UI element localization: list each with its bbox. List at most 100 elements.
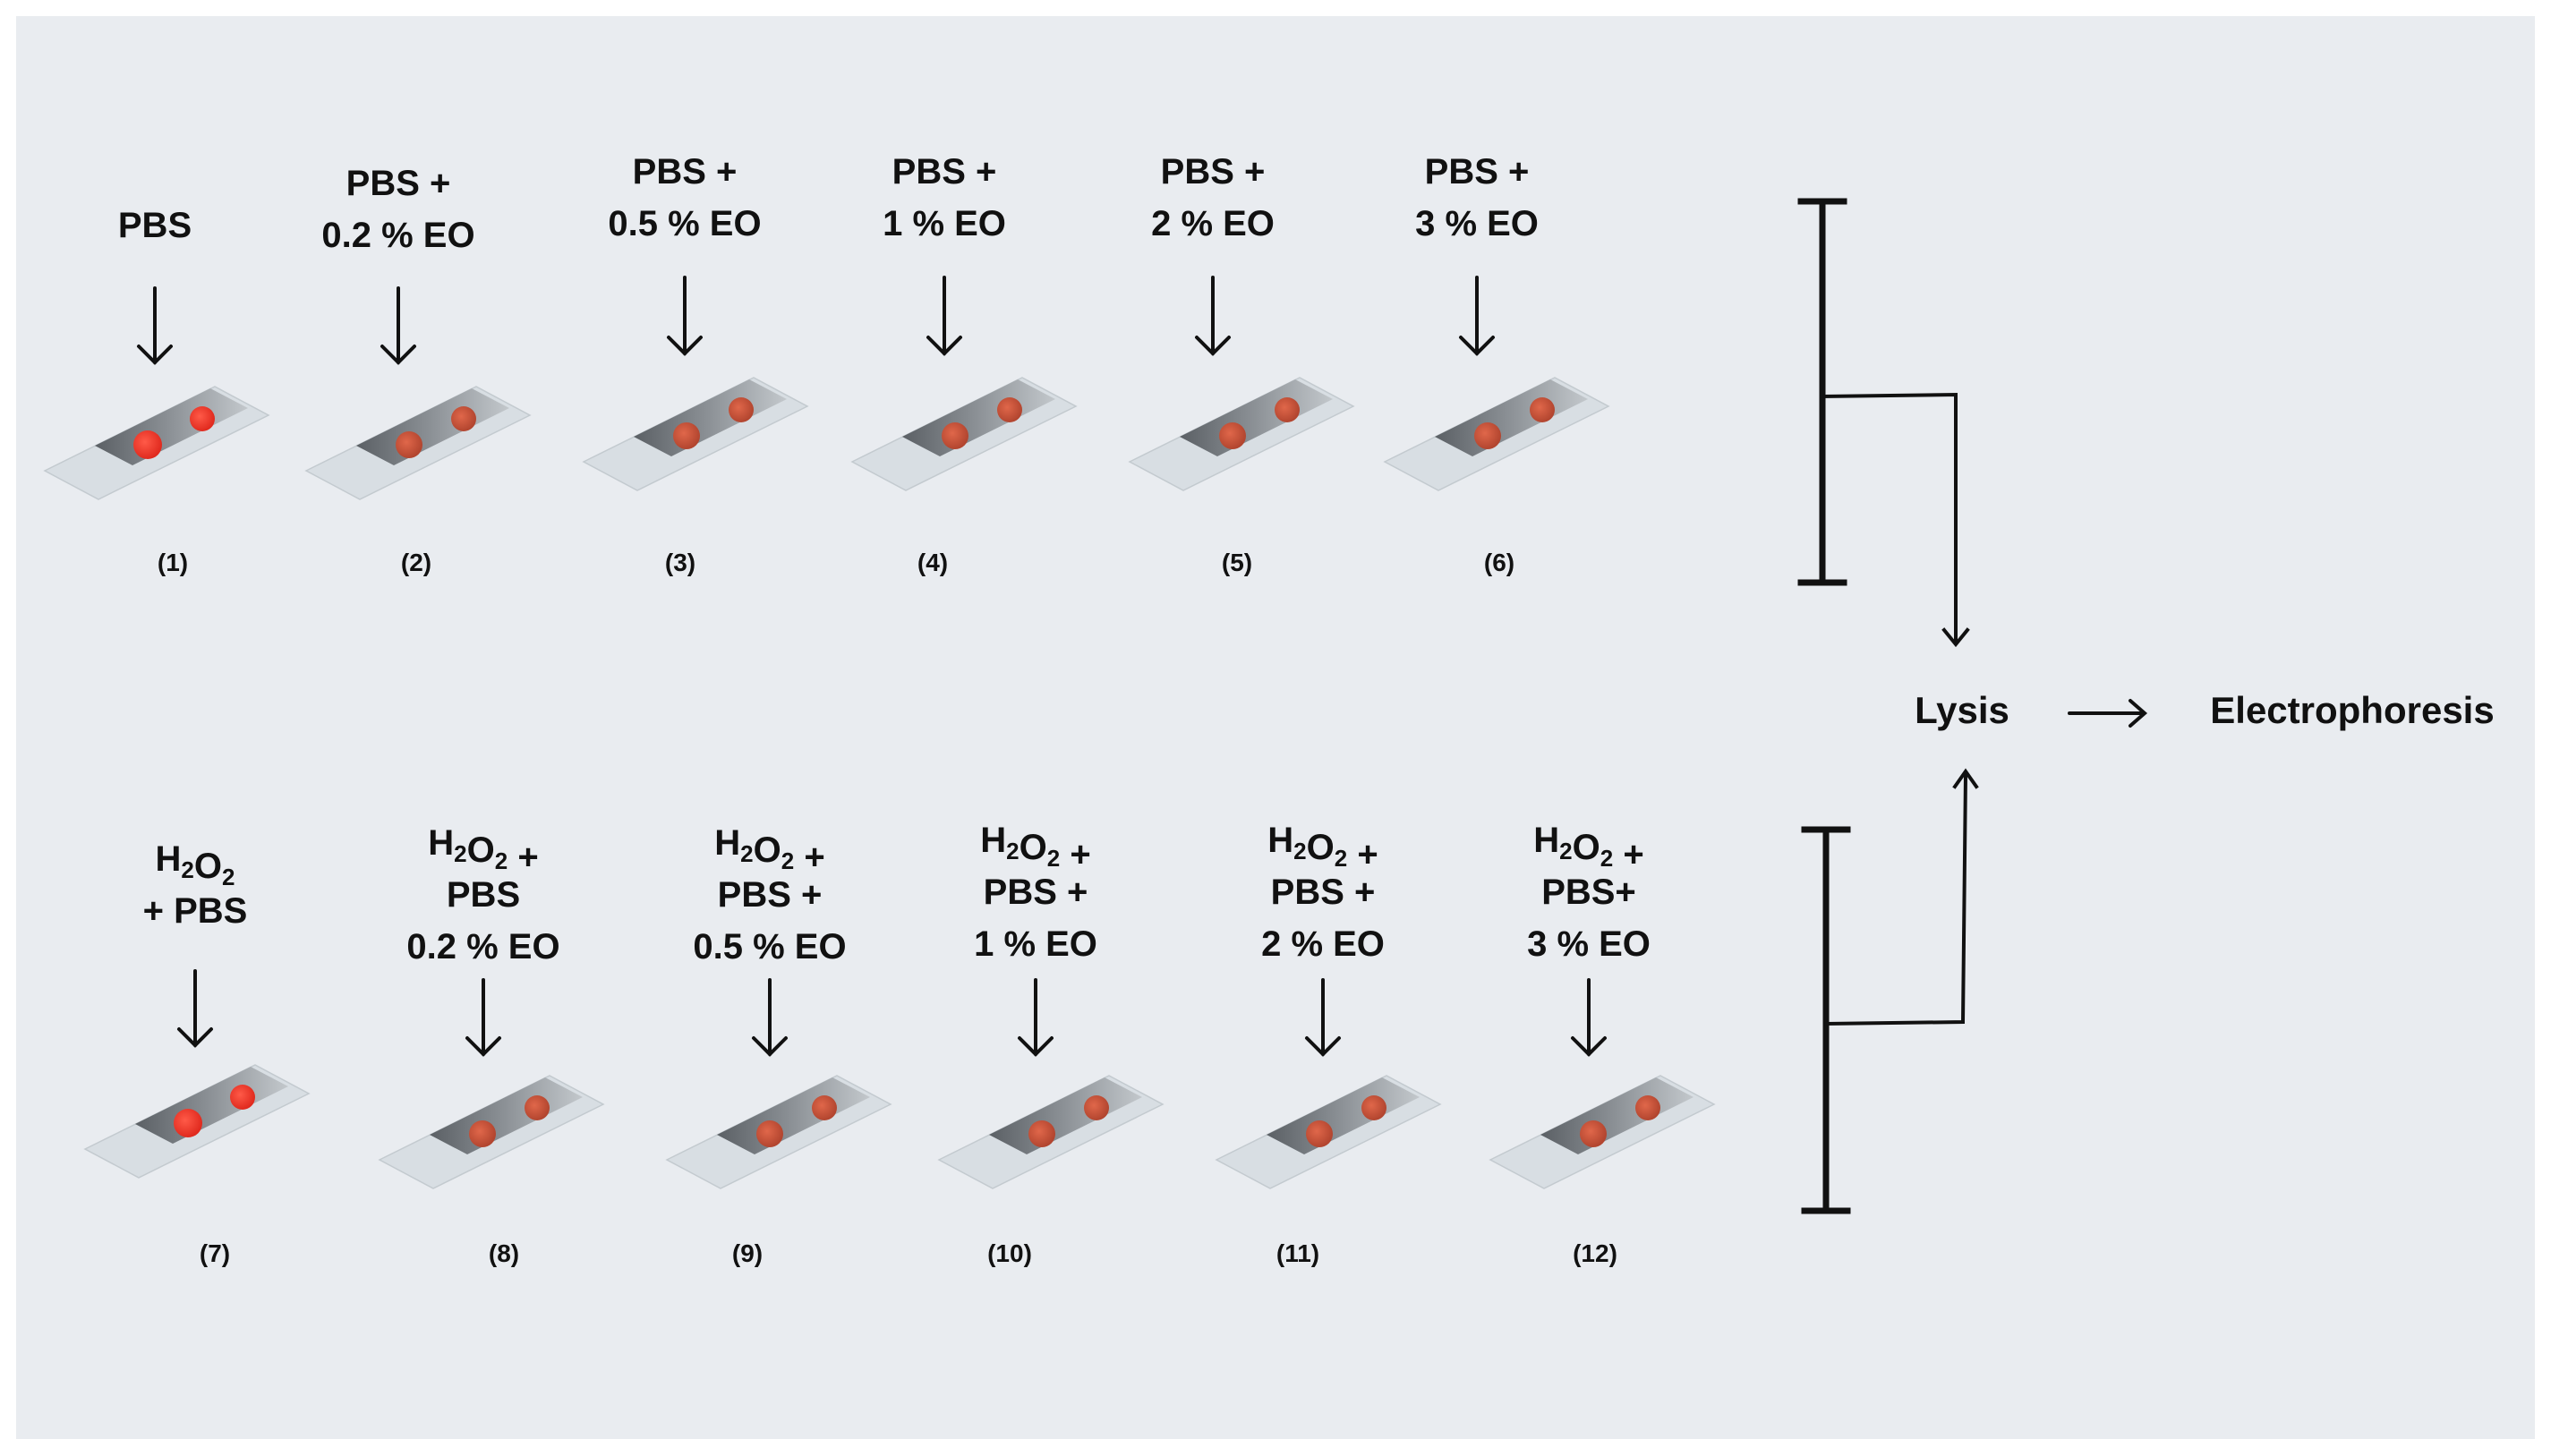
condition-label-line: H2O2 + (714, 823, 824, 877)
cell-dot (1084, 1095, 1109, 1120)
condition-label-line: PBS (447, 875, 520, 915)
cell-dot (190, 406, 215, 431)
cell-dot (469, 1120, 496, 1147)
electrophoresis-label: Electrophoresis (2210, 689, 2494, 731)
condition-label-line: H2O2 + (980, 821, 1090, 874)
microscope-slide-icon (43, 386, 270, 500)
sample-5: PBS +2 % EO(5) (1128, 152, 1355, 576)
cell-dot (1580, 1120, 1607, 1147)
diagram-background (16, 16, 2535, 1439)
condition-label-line: 0.2 % EO (321, 216, 474, 255)
samples-layer: PBS(1)PBS +0.2 % EO(2)PBS +0.5 % EO(3)PB… (43, 152, 1716, 1267)
bottom-group-bracket (1801, 768, 1979, 1214)
sample-6: PBS + 3 % EO (6) (1383, 152, 1610, 576)
condition-label-line: PBS + (984, 873, 1088, 912)
cell-dot (174, 1109, 202, 1137)
sample-11: H2O2 +PBS + 2 % EO (11) (1215, 821, 1442, 1267)
sample-number: (6) (1484, 549, 1514, 576)
cell-dot (1530, 397, 1555, 422)
down-arrow-icon (667, 276, 703, 356)
condition-label-line: PBS + (718, 875, 823, 915)
cell-dot (451, 406, 476, 431)
sample-number: (3) (665, 549, 695, 576)
condition-label-line: 3 % EO (1527, 924, 1651, 964)
sample-number: (7) (200, 1239, 230, 1267)
cell-dot (729, 397, 754, 422)
cell-dot (1219, 422, 1246, 449)
sample-number: (1) (158, 549, 188, 576)
condition-label-line: PBS + (1271, 873, 1376, 912)
condition-label-line: 1 % EO (883, 204, 1006, 243)
sample-9: H2O2 +PBS + 0.5 % EO (9) (665, 823, 892, 1267)
sample-number: (5) (1222, 549, 1252, 576)
sample-12: H2O2 +PBS+ 3 % EO (12) (1489, 821, 1716, 1267)
down-arrow-icon (1459, 276, 1495, 356)
top-group-bracket (1797, 198, 1970, 648)
cell-dot (133, 430, 162, 459)
down-arrow-icon (1195, 276, 1231, 356)
cell-dot (1306, 1120, 1333, 1147)
sample-number: (9) (732, 1239, 763, 1267)
condition-label-line: 3 % EO (1415, 204, 1539, 243)
sample-number: (4) (917, 549, 948, 576)
cell-dot (997, 397, 1022, 422)
microscope-slide-icon (582, 377, 809, 491)
condition-label-line: 2 % EO (1151, 204, 1275, 243)
sample-number: (2) (401, 549, 431, 576)
flow-arrow (2068, 699, 2148, 728)
down-arrow-icon (1571, 978, 1607, 1057)
condition-label-line: H2O2 (156, 839, 235, 890)
condition-label-line: H2O2 + (1533, 821, 1643, 874)
sample-1: PBS (1) (43, 206, 270, 576)
sample-10: H2O2 +PBS + 1 % EO (10) (937, 821, 1165, 1267)
microscope-slide-icon (1383, 377, 1610, 491)
down-arrow-icon (752, 978, 788, 1057)
microscope-slide-icon (665, 1075, 892, 1189)
cell-dot (756, 1120, 783, 1147)
cell-dot (1635, 1095, 1660, 1120)
cell-dot (1028, 1120, 1055, 1147)
sample-number: (12) (1573, 1239, 1617, 1267)
cell-dot (230, 1085, 255, 1110)
condition-label-line: 0.5 % EO (693, 927, 846, 966)
down-arrow-icon (380, 286, 416, 365)
cell-dot (396, 431, 422, 458)
sample-8: H2O2 +PBS 0.2 % EO (8) (378, 823, 605, 1267)
condition-label-line: 2 % EO (1261, 924, 1385, 964)
microscope-slide-icon (937, 1075, 1165, 1189)
down-arrow-icon (1305, 978, 1341, 1057)
condition-label-line: H2O2 + (1267, 821, 1378, 874)
condition-label-line: 0.2 % EO (406, 927, 559, 966)
microscope-slide-icon (304, 386, 532, 500)
condition-label-line: PBS + (633, 152, 738, 192)
sample-7: H2O2+ PBS(7) (83, 839, 311, 1267)
microscope-slide-icon (1489, 1075, 1716, 1189)
condition-label-line: PBS (118, 206, 192, 245)
condition-label-line: PBS + (346, 164, 451, 203)
condition-label-line: PBS + (892, 152, 997, 192)
sample-number: (8) (489, 1239, 519, 1267)
sample-number: (10) (987, 1239, 1032, 1267)
cell-dot (1361, 1095, 1386, 1120)
cell-dot (673, 422, 700, 449)
cell-dot (812, 1095, 837, 1120)
down-arrow-icon (177, 969, 213, 1048)
down-arrow-icon (1018, 978, 1054, 1057)
down-arrow-icon (137, 286, 173, 365)
condition-label-line: PBS + (1425, 152, 1530, 192)
sample-number: (11) (1276, 1239, 1319, 1267)
condition-label-line: H2O2 + (428, 823, 538, 877)
microscope-slide-icon (1128, 377, 1355, 491)
cell-dot (525, 1095, 550, 1120)
sample-3: PBS + 0.5 % EO (3) (582, 152, 809, 576)
condition-label-line: PBS+ (1541, 873, 1636, 912)
sample-4: PBS + 1 % EO (4) (850, 152, 1078, 576)
condition-label-line: 0.5 % EO (608, 204, 761, 243)
microscope-slide-icon (83, 1064, 311, 1179)
down-arrow-icon (926, 276, 962, 356)
microscope-slide-icon (378, 1075, 605, 1189)
cell-dot (942, 422, 968, 449)
condition-label-line: 1 % EO (974, 924, 1097, 964)
cell-dot (1275, 397, 1300, 422)
